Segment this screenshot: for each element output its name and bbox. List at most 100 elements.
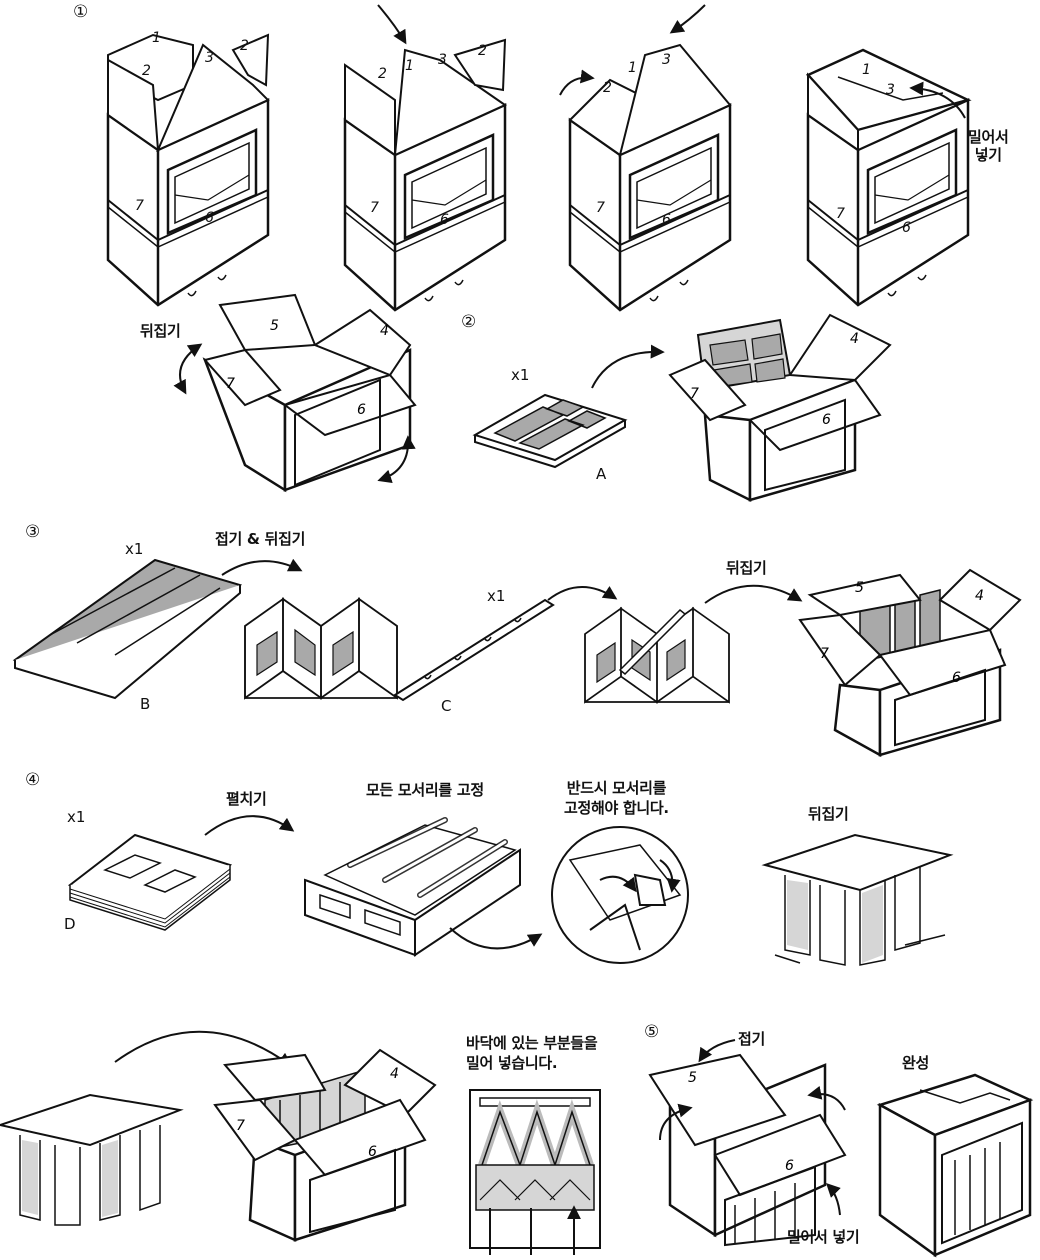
flap-num: 3 bbox=[438, 52, 447, 68]
part-label: C bbox=[441, 697, 452, 715]
part-label: B bbox=[140, 695, 151, 713]
bottom-view bbox=[469, 1089, 601, 1255]
arrow bbox=[221, 558, 303, 576]
box-step1-c bbox=[568, 43, 732, 312]
flap-num: 4 bbox=[380, 323, 389, 339]
flap-num: 1 bbox=[862, 62, 871, 78]
quantity-label: x1 bbox=[487, 587, 506, 605]
flap-num: 2 bbox=[142, 63, 151, 79]
instruction-unfold: 펼치기 bbox=[226, 790, 267, 808]
step-number: ② bbox=[461, 312, 477, 332]
finished-box bbox=[876, 1073, 1034, 1258]
flap-num: 2 bbox=[603, 80, 612, 96]
sheet-b bbox=[12, 558, 243, 700]
flap-num: 6 bbox=[368, 1144, 377, 1160]
quantity-label: x1 bbox=[511, 366, 530, 384]
panel-a bbox=[472, 393, 628, 469]
folded-pleats-b bbox=[244, 598, 398, 699]
arrow bbox=[591, 344, 665, 389]
arrow bbox=[204, 815, 295, 836]
part-label: A bbox=[596, 465, 607, 483]
flap-num: 7 bbox=[370, 200, 379, 216]
flap-num: 3 bbox=[886, 82, 895, 98]
arrow bbox=[909, 81, 966, 119]
flap-num: 5 bbox=[270, 318, 279, 334]
part-label: D bbox=[64, 915, 76, 933]
box-step1-b bbox=[343, 38, 508, 312]
flap-num: 4 bbox=[390, 1066, 399, 1082]
flap-num: 3 bbox=[205, 50, 214, 66]
detail-corner bbox=[568, 844, 682, 951]
step-number: ③ bbox=[25, 522, 41, 542]
arrow bbox=[826, 1183, 841, 1216]
arrow bbox=[807, 1085, 846, 1111]
box-with-frame bbox=[213, 1048, 437, 1242]
instruction-must-fix-corners: 반드시 모서리를 고정해야 합니다. bbox=[564, 779, 669, 817]
flip-arrow bbox=[173, 343, 203, 395]
flap-num: 5 bbox=[688, 1070, 697, 1086]
instruction-push-in-bottom: 바닥에 있는 부분들을 밀어 넣습니다. bbox=[466, 1034, 598, 1072]
arrow bbox=[377, 4, 407, 45]
flap-num: 7 bbox=[690, 386, 699, 402]
flap-num: 1 bbox=[628, 60, 637, 76]
box-closing bbox=[648, 1053, 847, 1247]
instruction-fold: 접기 bbox=[738, 1030, 766, 1048]
quantity-label: x1 bbox=[67, 808, 86, 826]
frame-row5 bbox=[0, 1093, 184, 1226]
pleats-with-strip bbox=[584, 607, 730, 703]
flap-num: 7 bbox=[226, 376, 235, 392]
instruction-fix-all-corners: 모든 모서리를 고정 bbox=[366, 781, 484, 799]
instruction-fold-and-flip: 접기 & 뒤집기 bbox=[215, 530, 306, 548]
flap-num: 6 bbox=[440, 212, 449, 228]
flap-num: 1 bbox=[152, 30, 161, 46]
arrow bbox=[449, 927, 543, 950]
flap-num: 5 bbox=[855, 580, 864, 596]
arrow bbox=[559, 69, 595, 96]
frame-flipped bbox=[761, 833, 954, 966]
instruction-flip: 뒤집기 bbox=[726, 559, 767, 577]
flap-num: 2 bbox=[378, 66, 387, 82]
flap-num: 4 bbox=[975, 588, 984, 604]
flap-num: 6 bbox=[357, 402, 366, 418]
instruction-flip: 뒤집기 bbox=[808, 805, 849, 823]
flap-num: 6 bbox=[785, 1158, 794, 1174]
arrow bbox=[669, 4, 706, 34]
flap-num: 7 bbox=[820, 646, 829, 662]
arrow bbox=[114, 1030, 293, 1067]
instruction-flip: 뒤집기 bbox=[140, 322, 181, 340]
arrow bbox=[659, 1103, 693, 1141]
flap-num: 6 bbox=[822, 412, 831, 428]
instruction-push-in-inline: 밀어서 넣기 bbox=[787, 1228, 860, 1246]
step-number: ① bbox=[73, 2, 89, 22]
quantity-label: x1 bbox=[125, 540, 144, 558]
unfolded-frame bbox=[304, 817, 521, 957]
open-box-with-panel bbox=[668, 313, 892, 503]
flap-num: 7 bbox=[236, 1118, 245, 1134]
flap-num: 1 bbox=[405, 58, 414, 74]
flap-num: 6 bbox=[205, 210, 214, 226]
step-number: ④ bbox=[25, 770, 41, 790]
box-step1-d bbox=[805, 48, 972, 307]
arrow bbox=[704, 584, 803, 604]
flap-num: 6 bbox=[952, 670, 961, 686]
instruction-complete: 완성 bbox=[902, 1054, 930, 1072]
stack-d bbox=[67, 833, 233, 931]
step-number: ⑤ bbox=[644, 1022, 660, 1042]
arrow bbox=[698, 1039, 736, 1063]
box-step1-a bbox=[106, 33, 270, 307]
strip-c bbox=[393, 598, 555, 702]
flap-num: 3 bbox=[662, 52, 671, 68]
flap-num: 6 bbox=[902, 220, 911, 236]
flap-num: 7 bbox=[135, 198, 144, 214]
flap-num: 4 bbox=[850, 331, 859, 347]
flap-num: 2 bbox=[478, 43, 487, 59]
flap-num: 2 bbox=[240, 38, 249, 54]
arrow bbox=[547, 586, 618, 601]
box-with-pleats bbox=[798, 568, 1022, 758]
flip-arrow bbox=[377, 435, 416, 484]
instruction-push-in: 밀어서 넣기 bbox=[968, 128, 1009, 164]
flap-num: 7 bbox=[596, 200, 605, 216]
flap-num: 7 bbox=[836, 206, 845, 222]
flap-num: 6 bbox=[662, 212, 671, 228]
